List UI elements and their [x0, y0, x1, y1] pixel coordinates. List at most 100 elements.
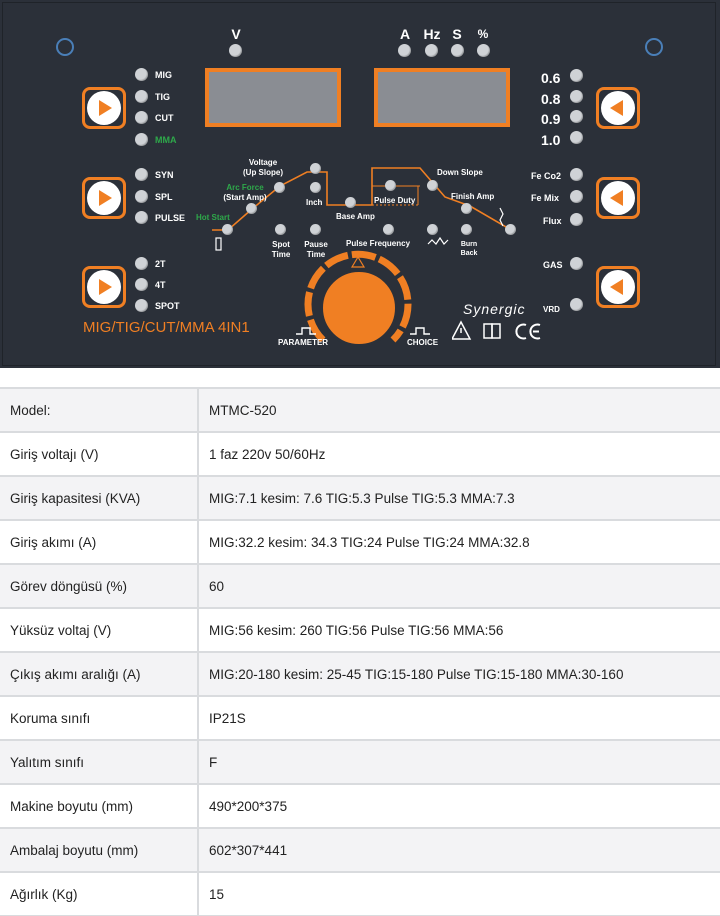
fe-mix-led [570, 190, 583, 203]
model-text: MIG/TIG/CUT/MMA 4IN1 [83, 319, 250, 336]
base-amp-led [345, 197, 356, 208]
amperage-display [374, 68, 510, 127]
burn-back-led [461, 224, 472, 235]
pulse-freq-label: Pulse Frequency [346, 239, 411, 248]
play-right-icon [99, 279, 112, 295]
sec-label: S [452, 26, 462, 42]
table-row: Model:MTMC-520 [0, 387, 720, 433]
mode-led-cut [135, 111, 148, 124]
synergy-select-button[interactable] [82, 177, 126, 219]
wire-1-0-led [570, 131, 583, 144]
spec-value: MTMC-520 [198, 387, 720, 433]
spec-value: 15 [198, 871, 720, 916]
hot-start-label: Hot Start [196, 213, 230, 222]
pulse-led [135, 211, 148, 224]
play-right-icon [99, 100, 112, 116]
spec-key: Makine boyutu (mm) [0, 783, 199, 829]
2t-led [135, 257, 148, 270]
gas-led [570, 257, 583, 270]
voltage-display [205, 68, 341, 127]
mode-label-mig: MIG [155, 70, 172, 80]
mode-label-tig: TIG [155, 92, 170, 102]
wire-0-9-label: 0.9 [541, 111, 561, 127]
choice-label: CHOICE [407, 338, 439, 347]
pct-label: % [477, 27, 489, 41]
table-row: Makine boyutu (mm)490*200*375 [0, 783, 720, 829]
spot-time-led [275, 224, 286, 235]
mode-led-mig [135, 68, 148, 81]
mount-hole-right [645, 38, 663, 56]
voltage-up-led [310, 163, 321, 174]
play-left-icon [610, 279, 623, 295]
parameter-label: PARAMETER [278, 338, 329, 347]
4t-led [135, 278, 148, 291]
voltage-up-label: Voltage (Up Slope) [243, 158, 283, 177]
vrd-label: VRD [543, 305, 560, 314]
spec-key: Ağırlık (Kg) [0, 871, 199, 916]
sec-led [451, 44, 464, 57]
spec-key: Ambalaj boyutu (mm) [0, 827, 199, 873]
wire-size-button[interactable] [596, 87, 640, 129]
syn-label: SYN [155, 170, 174, 180]
spec-value: IP21S [198, 695, 720, 741]
warning-icon [452, 320, 472, 340]
synergic-label: Synergic [463, 301, 526, 317]
wire-1-0-label: 1.0 [541, 132, 561, 148]
pulse-label: PULSE [155, 213, 186, 223]
mode-label-cut: CUT [155, 113, 174, 123]
spec-key: Model: [0, 387, 199, 433]
vrd-led [570, 298, 583, 311]
spec-value: 490*200*375 [198, 783, 720, 829]
table-row: Yüksüz voltaj (V)MIG:56 kesim: 260 TIG:5… [0, 607, 720, 653]
gas-vrd-button[interactable] [596, 266, 640, 308]
amp-label: A [399, 26, 411, 42]
ce-icon [515, 323, 527, 340]
material-button[interactable] [596, 177, 640, 219]
table-row: Ağırlık (Kg)15 [0, 871, 720, 916]
down-slope-led [427, 180, 438, 191]
wire-0-9-led [570, 110, 583, 123]
wire-0-8-led [570, 90, 583, 103]
mode-label-mma: MMA [155, 135, 177, 145]
volt-led [229, 44, 242, 57]
down-slope-label: Down Slope [437, 168, 483, 177]
pulse-freq-led [383, 224, 394, 235]
trigger-select-button[interactable] [82, 266, 126, 308]
spot-label: SPOT [155, 301, 180, 311]
spec-key: Çıkış akımı aralığı (A) [0, 651, 199, 697]
flux-label: Flux [543, 216, 562, 226]
inch-led [310, 182, 321, 193]
syn-led [135, 168, 148, 181]
hz-label: Hz [423, 26, 441, 42]
pulse-duty-label: Pulse Duty [374, 196, 416, 205]
mount-hole-left [56, 38, 74, 56]
adjust-knob[interactable] [320, 269, 398, 347]
start-amp-led [274, 182, 285, 193]
mode-select-button[interactable] [82, 87, 126, 129]
table-row: Çıkış akımı aralığı (A)MIG:20-180 kesim:… [0, 651, 720, 697]
start-amp-label: (Start Amp) [223, 193, 267, 202]
spec-value: 602*307*441 [198, 827, 720, 873]
pulse-duty-led [385, 180, 396, 191]
amp-led [398, 44, 411, 57]
panel-frame [2, 2, 716, 366]
spec-key: Giriş akımı (A) [0, 519, 199, 565]
flux-led [570, 213, 583, 226]
control-panel-image: V A Hz S % MIG TIG CUT MMA SYN SPL PULSE… [0, 0, 720, 368]
table-row: Ambalaj boyutu (mm)602*307*441 [0, 827, 720, 873]
certification-icons [452, 320, 541, 340]
spec-key: Giriş kapasitesi (KVA) [0, 475, 199, 521]
table-row: Giriş kapasitesi (KVA)MIG:7.1 kesim: 7.6… [0, 475, 720, 521]
spec-value: 60 [198, 563, 720, 609]
volt-label: V [231, 26, 241, 42]
wire-0-8-label: 0.8 [541, 91, 561, 107]
spec-key: Giriş voltajı (V) [0, 431, 199, 477]
gas-label: GAS [543, 260, 563, 270]
play-right-icon [99, 190, 112, 206]
play-left-icon [610, 190, 623, 206]
fe-co2-led [570, 168, 583, 181]
4t-label: 4T [155, 280, 166, 290]
fe-co2-label: Fe Co2 [531, 171, 562, 181]
